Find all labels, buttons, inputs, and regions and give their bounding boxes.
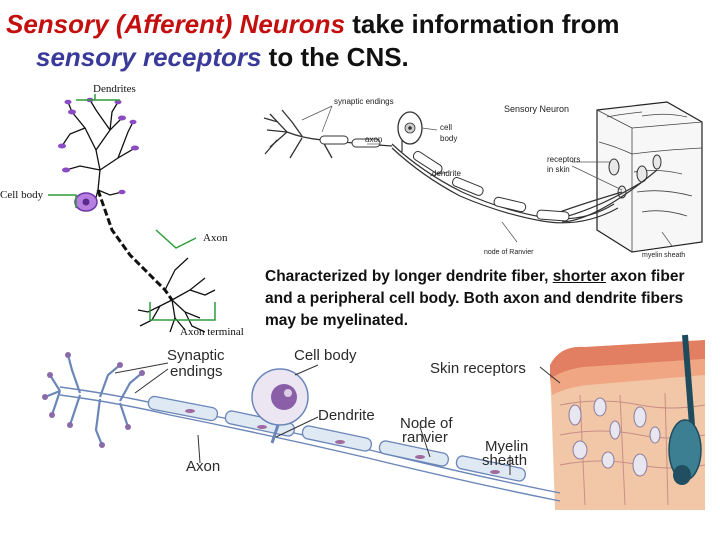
label-skin-receptors: Skin receptors <box>430 360 526 377</box>
label-myelin-1: Myelin <box>485 438 528 455</box>
label-synaptic-1: Synaptic <box>167 347 225 364</box>
slide-title: Sensory (Afferent) Neurons take informat… <box>6 8 711 74</box>
label-receptors-1: receptors <box>547 155 580 164</box>
label-cell-top-1: cell <box>440 123 452 132</box>
caption: Characterized by longer dendrite fiber, … <box>265 266 715 332</box>
label-cell-top-2: body <box>440 134 457 143</box>
title-text-2: to the CNS. <box>261 42 409 72</box>
title-text-1: take information from <box>345 9 620 39</box>
label-cell-body-bottom: Cell body <box>294 347 357 364</box>
label-dendrites: Dendrites <box>93 83 136 95</box>
label-axon-bottom: Axon <box>186 458 220 475</box>
label-node-2: ranvier <box>402 429 448 446</box>
title-line-2: sensory receptors to the CNS. <box>6 41 711 74</box>
label-node-ranvier-top: node of Ranvier <box>484 249 534 256</box>
label-node-1: Node of <box>400 415 453 432</box>
left-neuron-diagram: Dendrites Cell body Axon Axon terminal <box>0 83 244 338</box>
top-right-sensory-neuron-diagram: Sensory Neuron synaptic endings cell bod… <box>263 97 703 259</box>
label-myelin-2: sheath <box>482 452 527 469</box>
label-cell-body-left: Cell body <box>0 189 44 201</box>
title-sensory-neurons: Sensory (Afferent) Neurons <box>6 9 346 39</box>
label-sensory-neuron: Sensory Neuron <box>504 104 569 114</box>
caption-underlined: shorter <box>552 268 607 285</box>
title-sensory-receptors: sensory receptors <box>36 42 262 72</box>
label-axon-top: axon <box>365 135 382 144</box>
label-myelin-top: myelin sheath <box>642 252 685 259</box>
label-dendrite-top: dendrite <box>432 169 461 178</box>
label-synaptic-2: endings <box>170 363 223 380</box>
caption-part-2: axon fiber and a peripheral cell body. B… <box>265 268 685 329</box>
label-synaptic-endings-top: synaptic endings <box>334 97 394 106</box>
bottom-neuron-diagram: Synaptic endings Cell body Skin receptor… <box>40 334 706 510</box>
caption-part-1: Characterized by longer dendrite fiber, <box>265 268 553 285</box>
label-axon-left: Axon <box>203 232 228 244</box>
label-dendrite-bottom: Dendrite <box>318 407 375 424</box>
label-receptors-2: in skin <box>547 165 570 174</box>
